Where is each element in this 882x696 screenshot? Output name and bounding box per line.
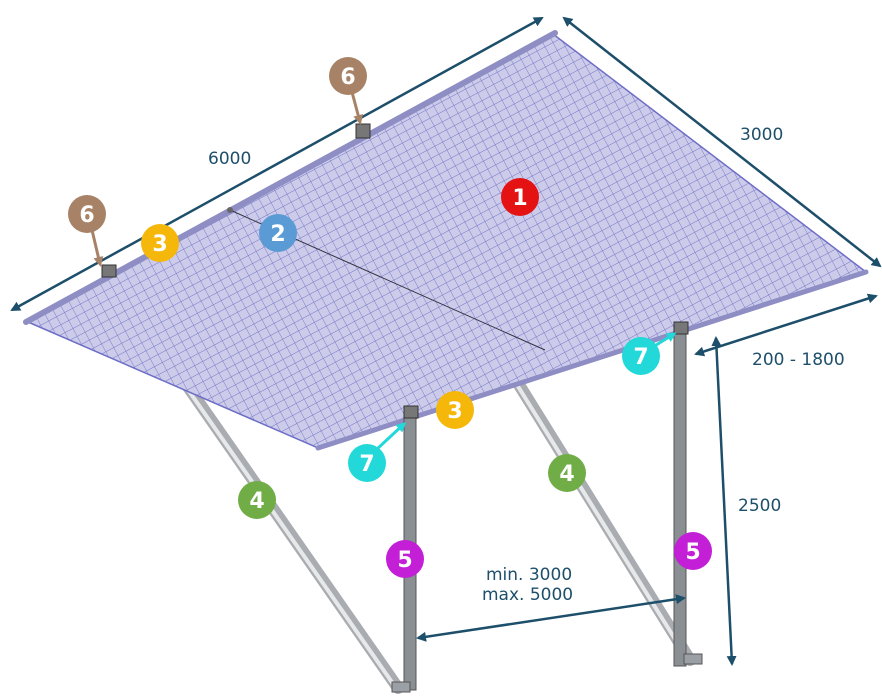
callout-badge-7: 7 — [348, 444, 386, 482]
callout-circle — [436, 391, 474, 429]
callout-number: 4 — [559, 462, 574, 487]
callout-badge-6: 6 — [329, 57, 367, 95]
callout-badge-7: 7 — [622, 337, 660, 375]
dimension-line-height — [711, 336, 737, 666]
callout-circle — [348, 444, 386, 482]
callout-circle — [548, 454, 586, 492]
callout-circle — [386, 540, 424, 578]
callout-number: 3 — [152, 232, 167, 257]
callout-badge-3: 3 — [436, 391, 474, 429]
callout-circle — [141, 224, 179, 262]
hinge-left — [403, 405, 419, 419]
callout-number: 3 — [447, 399, 462, 424]
callout-circle — [501, 178, 539, 216]
hinge-right — [673, 321, 689, 335]
vertical-post-right — [673, 325, 687, 667]
callout-number: 2 — [270, 222, 285, 247]
dimension-label-offset: 200 - 1800 — [752, 350, 845, 370]
callout-number: 7 — [359, 452, 374, 477]
leader-arrow-6-left — [90, 229, 104, 267]
callout-number: 5 — [397, 548, 412, 573]
callout-number: 7 — [633, 345, 648, 370]
post-foot-right — [683, 653, 703, 665]
callout-number: 4 — [249, 489, 264, 514]
callout-circle — [68, 195, 106, 233]
callout-badge-2: 2 — [259, 214, 297, 252]
callout-number: 1 — [512, 186, 527, 211]
callout-badge-4: 4 — [238, 481, 276, 519]
callout-badges: 1 2 3 3 4 4 5 5 6 6 7 7 — [68, 57, 712, 578]
callout-badge-1: 1 — [501, 178, 539, 216]
callout-badge-5: 5 — [674, 532, 712, 570]
leader-arrow-6-right — [350, 91, 364, 125]
callout-circle — [259, 214, 297, 252]
callout-circle — [674, 532, 712, 570]
bracket-right — [355, 123, 371, 139]
dimension-label-spacing-min: min. 3000 — [486, 565, 572, 585]
callout-circle — [238, 481, 276, 519]
callout-circle — [329, 57, 367, 95]
cable-end — [227, 207, 233, 213]
dimension-label-width: 3000 — [740, 125, 783, 145]
dimension-label-spacing-max: max. 5000 — [482, 585, 573, 605]
post-foot-left — [391, 681, 411, 693]
dimension-line-spacing — [416, 594, 686, 642]
dimension-line-width — [562, 16, 882, 268]
bracket-left — [101, 264, 117, 278]
callout-badge-3: 3 — [141, 224, 179, 262]
callout-badge-6: 6 — [68, 195, 106, 233]
callout-number: 5 — [685, 540, 700, 565]
callout-badge-4: 4 — [548, 454, 586, 492]
callout-number: 6 — [340, 65, 355, 90]
leader-arrow-7-left — [374, 421, 407, 452]
callout-number: 6 — [79, 203, 94, 228]
dimension-label-height: 2500 — [738, 496, 781, 516]
callout-circle — [622, 337, 660, 375]
callout-badge-5: 5 — [386, 540, 424, 578]
dimension-label-length: 6000 — [208, 149, 251, 169]
